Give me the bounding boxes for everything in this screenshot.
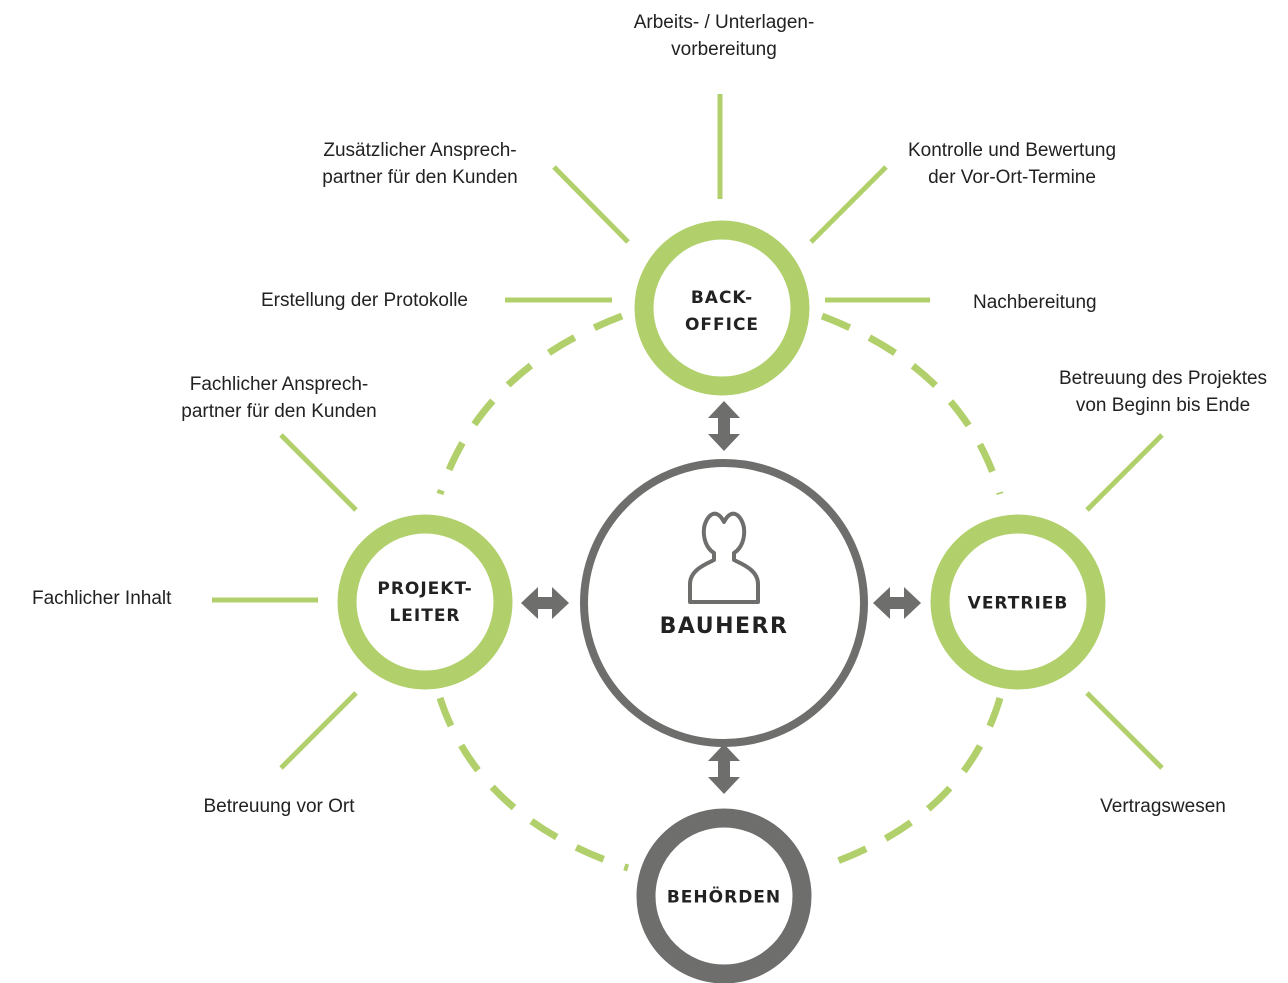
arrow-up-down-bottom-icon bbox=[708, 744, 740, 794]
arrow-left-right-right-icon bbox=[873, 587, 921, 619]
label-protokolle-line-1: Erstellung der Protokolle bbox=[261, 290, 468, 311]
ray-betreuung-projekt bbox=[1085, 433, 1164, 512]
ray-lines bbox=[212, 94, 1164, 770]
projektleiter-label-line-1: PROJEKT- bbox=[377, 579, 473, 599]
center-label: BAUHERR bbox=[660, 613, 789, 641]
label-nachbereitung: Nachbereitung bbox=[973, 289, 1097, 316]
label-vertragswesen: Vertragswesen bbox=[1100, 793, 1226, 820]
dashed-arc-bottom-right bbox=[816, 697, 1004, 872]
vertrieb-label-line-1: VERTRIEB bbox=[967, 593, 1069, 614]
label-zusaetzlich-line-1: Zusätzlicher Ansprech- bbox=[323, 140, 517, 161]
projektleiter-circle bbox=[337, 514, 513, 690]
vertrieb-circle bbox=[930, 514, 1106, 690]
backoffice-label-line-1: BACK- bbox=[690, 288, 754, 308]
projektleiter-label-line-2: LEITER bbox=[389, 606, 461, 626]
behoerden-circle bbox=[636, 808, 812, 983]
behoerden-label-line-1: BEHÖRDEN bbox=[666, 887, 782, 908]
label-zusaetzlich: Zusätzlicher Ansprech- partner für den K… bbox=[322, 137, 517, 191]
dashed-arc-top-left bbox=[436, 312, 624, 496]
label-zusaetzlich-line-2: partner für den Kunden bbox=[322, 167, 518, 188]
ray-vertragswesen bbox=[1085, 691, 1164, 770]
label-fachlich-inhalt-line-1: Fachlicher Inhalt bbox=[32, 588, 172, 609]
label-vertragswesen-line-1: Vertragswesen bbox=[1100, 796, 1226, 817]
ray-betreuung-ort bbox=[279, 691, 358, 770]
label-arbeits-line-2: vorbereitung bbox=[671, 39, 777, 60]
label-fachlich-ansprech-line-2: partner für den Kunden bbox=[181, 401, 377, 422]
label-betreuung-ort-line-1: Betreuung vor Ort bbox=[203, 796, 355, 817]
label-protokolle: Erstellung der Protokolle bbox=[261, 287, 468, 314]
backoffice-label-line-2: OFFICE bbox=[684, 315, 760, 335]
double-arrows bbox=[521, 401, 921, 794]
label-nachbereitung-line-1: Nachbereitung bbox=[973, 292, 1097, 313]
label-fachlich-ansprech-line-1: Fachlicher Ansprech- bbox=[189, 374, 369, 395]
label-kontrolle: Kontrolle und Bewertung der Vor-Ort-Term… bbox=[908, 137, 1116, 191]
person-icon bbox=[688, 511, 760, 604]
backoffice-label: BACK- OFFICE bbox=[685, 285, 759, 339]
ray-kontrolle bbox=[809, 165, 888, 244]
ray-fachlich-ansprech bbox=[279, 433, 358, 512]
label-fachlich-inhalt: Fachlicher Inhalt bbox=[32, 585, 171, 612]
label-betreuung-ort: Betreuung vor Ort bbox=[203, 793, 354, 820]
projektleiter-label: PROJEKT- LEITER bbox=[377, 576, 472, 630]
label-betreuung-projekt-line-1: Betreuung des Projektes bbox=[1058, 368, 1268, 389]
label-betreuung-projekt-line-2: von Beginn bis Ende bbox=[1075, 395, 1251, 416]
label-kontrolle-line-1: Kontrolle und Bewertung bbox=[907, 140, 1117, 161]
ray-zusaetzlich bbox=[552, 165, 630, 244]
label-arbeits-line-1: Arbeits- / Unterlagen- bbox=[633, 12, 815, 33]
arrow-up-down-top-icon bbox=[708, 401, 740, 451]
label-kontrolle-line-2: der Vor-Ort-Termine bbox=[928, 167, 1096, 188]
dashed-ring bbox=[436, 312, 1004, 872]
label-betreuung-projekt: Betreuung des Projektes von Beginn bis E… bbox=[1059, 365, 1267, 419]
backoffice-circle bbox=[634, 220, 810, 396]
label-arbeits: Arbeits- / Unterlagen- vorbereitung bbox=[634, 9, 815, 63]
vertrieb-label: VERTRIEB bbox=[968, 591, 1069, 618]
dashed-arc-top-right bbox=[820, 312, 1004, 495]
behoerden-label: BEHÖRDEN bbox=[667, 885, 781, 912]
label-fachlich-ansprech: Fachlicher Ansprech- partner für den Kun… bbox=[181, 371, 376, 425]
dashed-arc-bottom-left bbox=[436, 696, 630, 872]
center-label-text: BAUHERR bbox=[659, 614, 789, 639]
arrow-left-right-left-icon bbox=[521, 587, 569, 619]
